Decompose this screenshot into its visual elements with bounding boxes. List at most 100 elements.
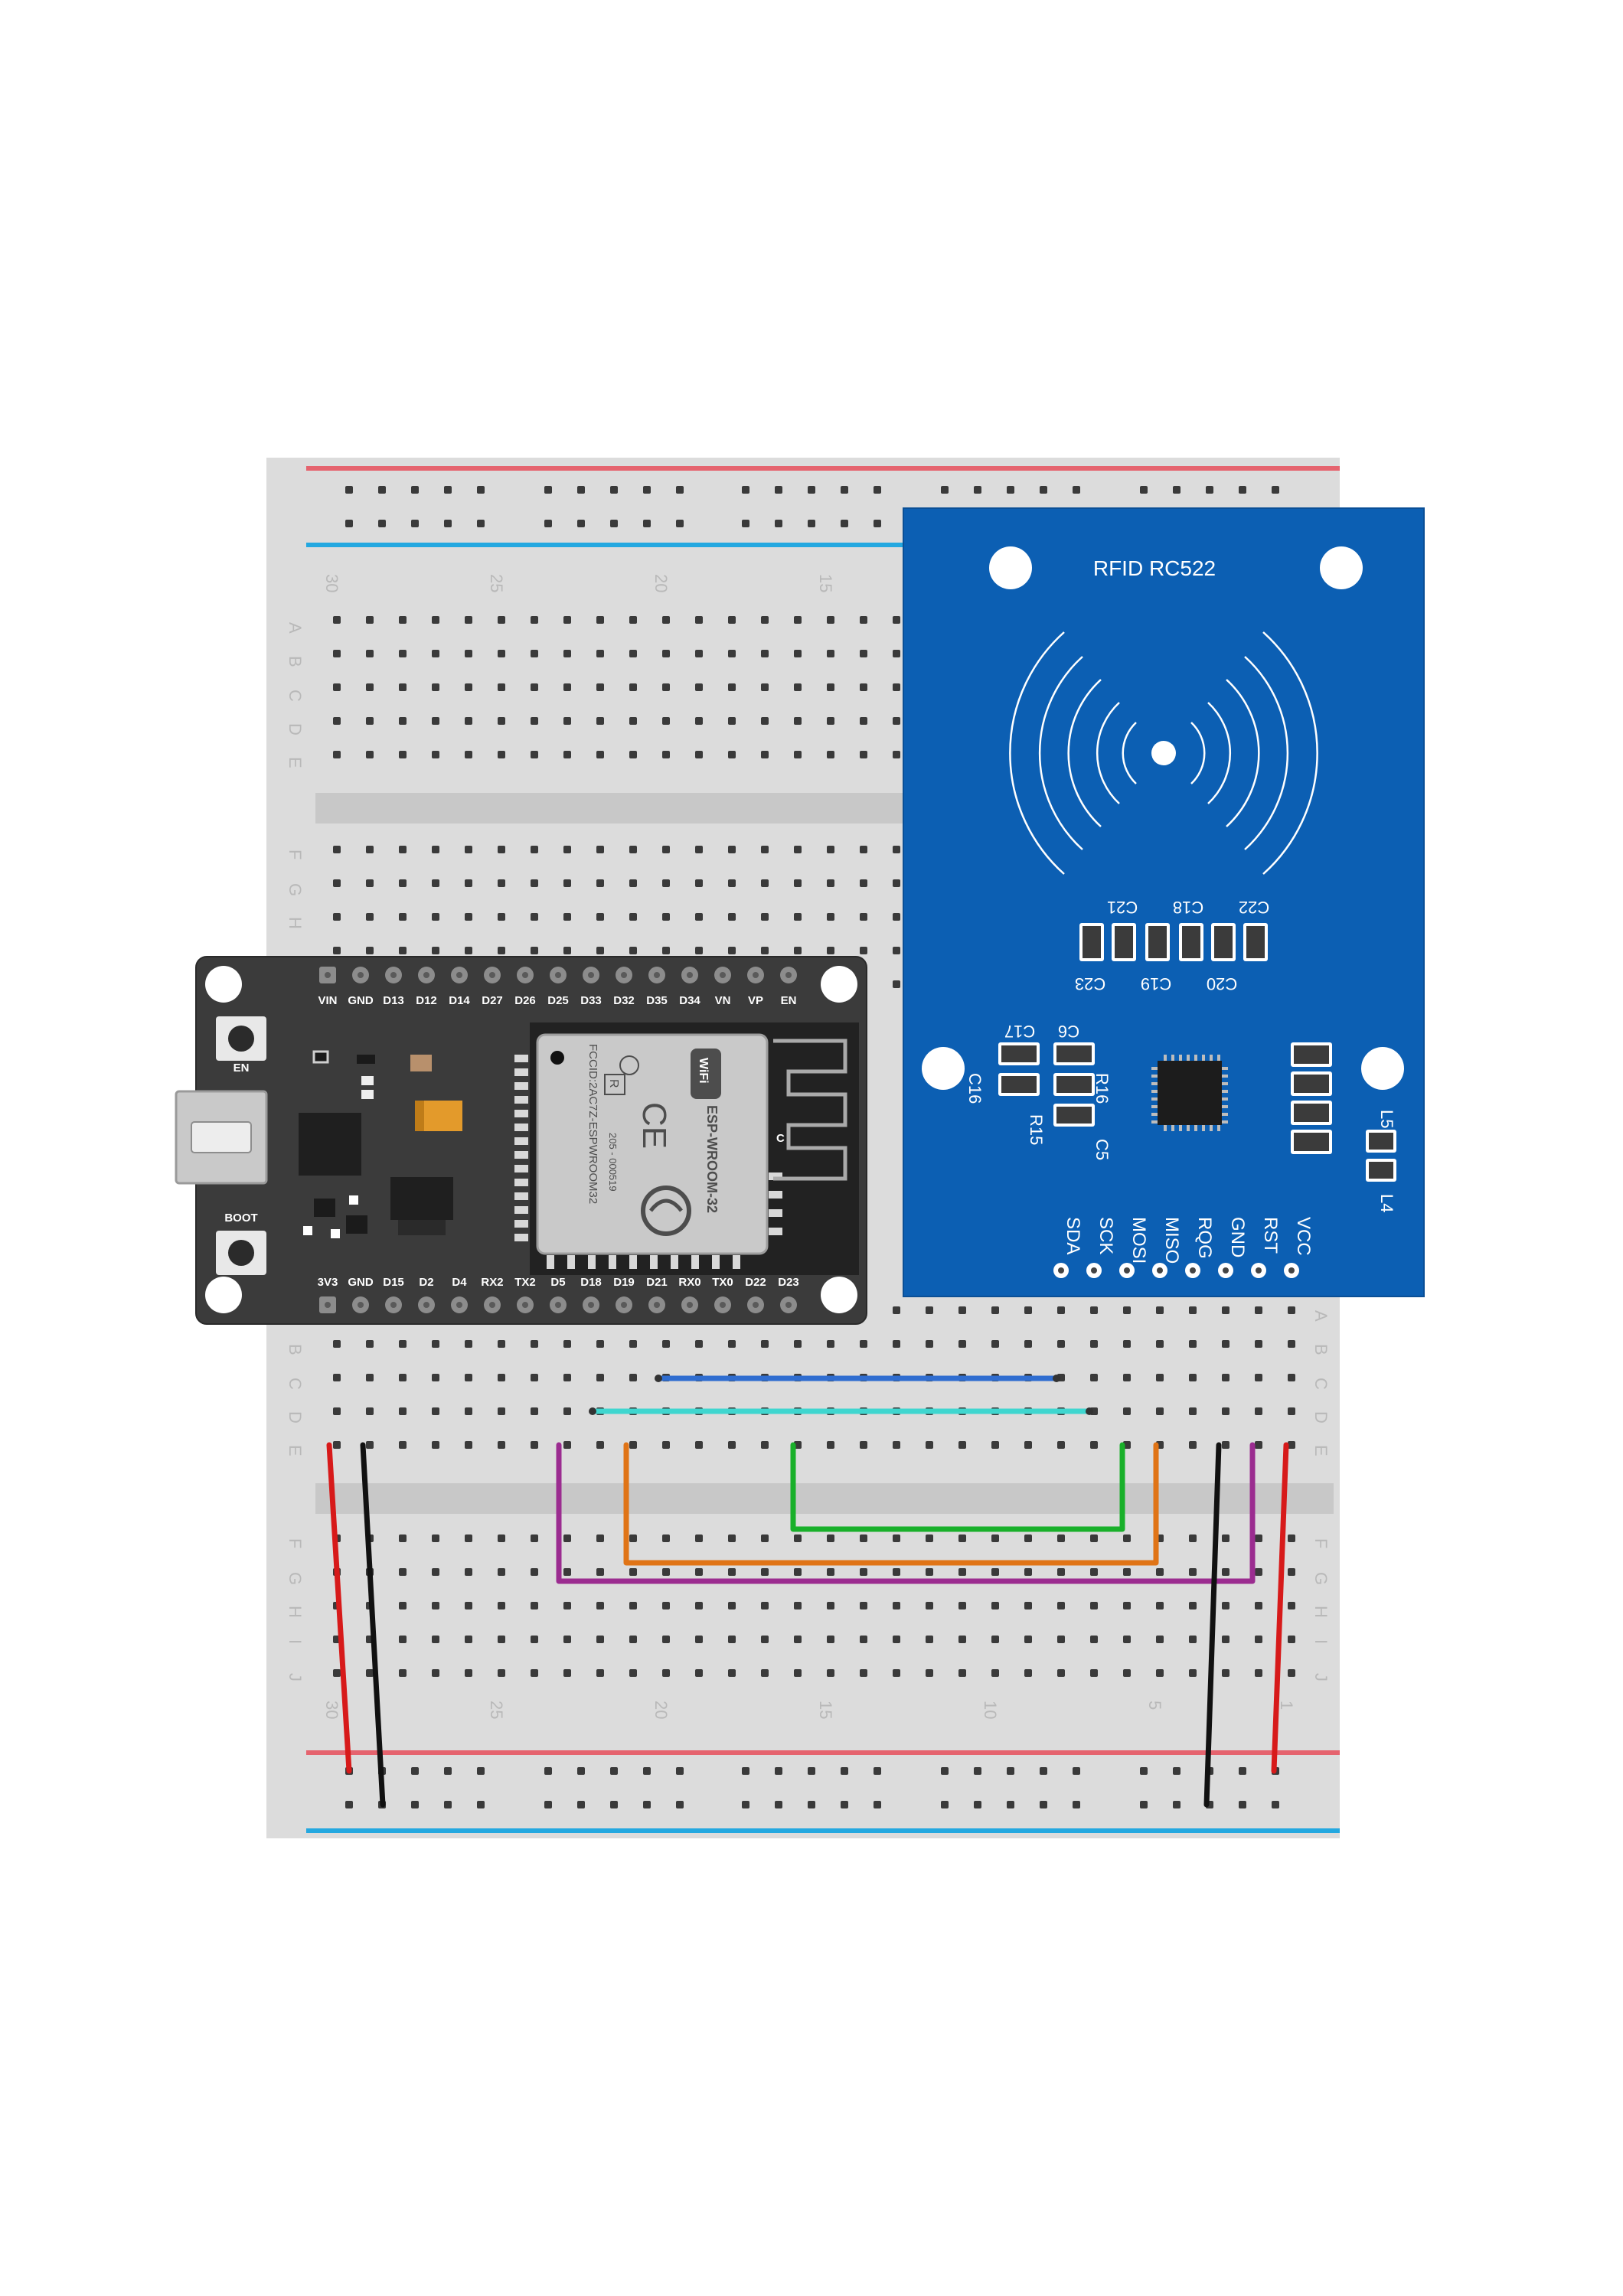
breadboard-hole[interactable] [399, 879, 407, 887]
breadboard-hole[interactable] [926, 1669, 933, 1677]
breadboard-hole[interactable] [596, 650, 604, 657]
breadboard-hole[interactable] [860, 846, 867, 853]
wire-orange[interactable] [623, 1442, 1159, 1566]
breadboard-hole[interactable] [498, 1374, 505, 1381]
breadboard-hole[interactable] [662, 947, 670, 954]
breadboard-hole[interactable] [662, 1340, 670, 1348]
breadboard-hole[interactable] [1140, 1767, 1148, 1775]
breadboard-hole[interactable] [974, 486, 981, 494]
breadboard-hole[interactable] [629, 1636, 637, 1643]
breadboard-hole[interactable] [874, 1801, 881, 1808]
breadboard-hole[interactable] [1123, 1602, 1131, 1609]
wire-black-left[interactable] [360, 1442, 386, 1808]
breadboard-hole[interactable] [991, 1534, 999, 1542]
breadboard-hole[interactable] [596, 1602, 604, 1609]
breadboard-hole[interactable] [1173, 1767, 1181, 1775]
breadboard-hole[interactable] [498, 879, 505, 887]
breadboard-hole[interactable] [465, 683, 472, 691]
breadboard-hole[interactable] [893, 751, 900, 758]
breadboard-hole[interactable] [808, 1767, 815, 1775]
breadboard-hole[interactable] [465, 1441, 472, 1449]
breadboard-hole[interactable] [662, 650, 670, 657]
breadboard-hole[interactable] [1057, 1602, 1065, 1609]
breadboard-hole[interactable] [563, 879, 571, 887]
breadboard-hole[interactable] [860, 1340, 867, 1348]
breadboard-hole[interactable] [958, 1602, 966, 1609]
breadboard-hole[interactable] [366, 913, 374, 921]
breadboard-hole[interactable] [610, 1767, 618, 1775]
breadboard-hole[interactable] [477, 1767, 485, 1775]
breadboard-hole[interactable] [643, 1767, 651, 1775]
breadboard-hole[interactable] [794, 1568, 802, 1576]
breadboard-hole[interactable] [1255, 1441, 1262, 1449]
breadboard-hole[interactable] [1255, 1636, 1262, 1643]
breadboard-hole[interactable] [1123, 1636, 1131, 1643]
breadboard-hole[interactable] [610, 1801, 618, 1808]
breadboard-hole[interactable] [1090, 1669, 1098, 1677]
breadboard-hole[interactable] [411, 520, 419, 527]
breadboard-hole[interactable] [629, 751, 637, 758]
breadboard-hole[interactable] [399, 1340, 407, 1348]
breadboard-hole[interactable] [577, 1767, 585, 1775]
breadboard-hole[interactable] [333, 650, 341, 657]
breadboard-hole[interactable] [1007, 486, 1014, 494]
breadboard-hole[interactable] [596, 846, 604, 853]
breadboard-hole[interactable] [366, 947, 374, 954]
breadboard-hole[interactable] [761, 879, 769, 887]
breadboard-hole[interactable] [761, 1340, 769, 1348]
breadboard-hole[interactable] [1090, 1568, 1098, 1576]
breadboard-hole[interactable] [728, 717, 736, 725]
breadboard-hole[interactable] [1288, 1306, 1295, 1314]
breadboard-hole[interactable] [676, 486, 684, 494]
breadboard-hole[interactable] [498, 846, 505, 853]
breadboard-hole[interactable] [531, 1636, 538, 1643]
breadboard-hole[interactable] [860, 1636, 867, 1643]
breadboard-hole[interactable] [432, 616, 439, 624]
breadboard-hole[interactable] [958, 1441, 966, 1449]
breadboard-hole[interactable] [432, 913, 439, 921]
breadboard-hole[interactable] [775, 520, 782, 527]
breadboard-hole[interactable] [596, 879, 604, 887]
breadboard-hole[interactable] [1272, 1801, 1279, 1808]
breadboard-hole[interactable] [399, 1602, 407, 1609]
breadboard-hole[interactable] [1156, 1636, 1164, 1643]
breadboard-hole[interactable] [563, 616, 571, 624]
breadboard-hole[interactable] [399, 947, 407, 954]
breadboard-hole[interactable] [761, 1534, 769, 1542]
breadboard-hole[interactable] [432, 650, 439, 657]
breadboard-hole[interactable] [444, 1767, 452, 1775]
breadboard-hole[interactable] [531, 1407, 538, 1415]
breadboard-hole[interactable] [378, 520, 386, 527]
breadboard-hole[interactable] [728, 1340, 736, 1348]
breadboard-hole[interactable] [563, 650, 571, 657]
breadboard-hole[interactable] [794, 683, 802, 691]
breadboard-hole[interactable] [399, 1669, 407, 1677]
breadboard-hole[interactable] [399, 616, 407, 624]
breadboard-hole[interactable] [333, 1407, 341, 1415]
breadboard-hole[interactable] [841, 520, 848, 527]
breadboard-hole[interactable] [926, 1534, 933, 1542]
breadboard-hole[interactable] [1057, 1441, 1065, 1449]
breadboard-hole[interactable] [596, 1340, 604, 1348]
breadboard-hole[interactable] [563, 1636, 571, 1643]
breadboard-hole[interactable] [643, 520, 651, 527]
breadboard-hole[interactable] [531, 947, 538, 954]
breadboard-hole[interactable] [399, 1636, 407, 1643]
breadboard-hole[interactable] [563, 1568, 571, 1576]
breadboard-hole[interactable] [1123, 1534, 1131, 1542]
breadboard-hole[interactable] [531, 846, 538, 853]
breadboard-hole[interactable] [465, 616, 472, 624]
breadboard-hole[interactable] [629, 1441, 637, 1449]
breadboard-hole[interactable] [728, 879, 736, 887]
breadboard-hole[interactable] [991, 1602, 999, 1609]
breadboard-hole[interactable] [629, 683, 637, 691]
breadboard-hole[interactable] [345, 1801, 353, 1808]
breadboard-hole[interactable] [761, 650, 769, 657]
breadboard-hole[interactable] [794, 717, 802, 725]
breadboard-hole[interactable] [333, 683, 341, 691]
breadboard-hole[interactable] [432, 1407, 439, 1415]
breadboard-hole[interactable] [860, 717, 867, 725]
breadboard-hole[interactable] [465, 1340, 472, 1348]
breadboard-hole[interactable] [893, 1636, 900, 1643]
